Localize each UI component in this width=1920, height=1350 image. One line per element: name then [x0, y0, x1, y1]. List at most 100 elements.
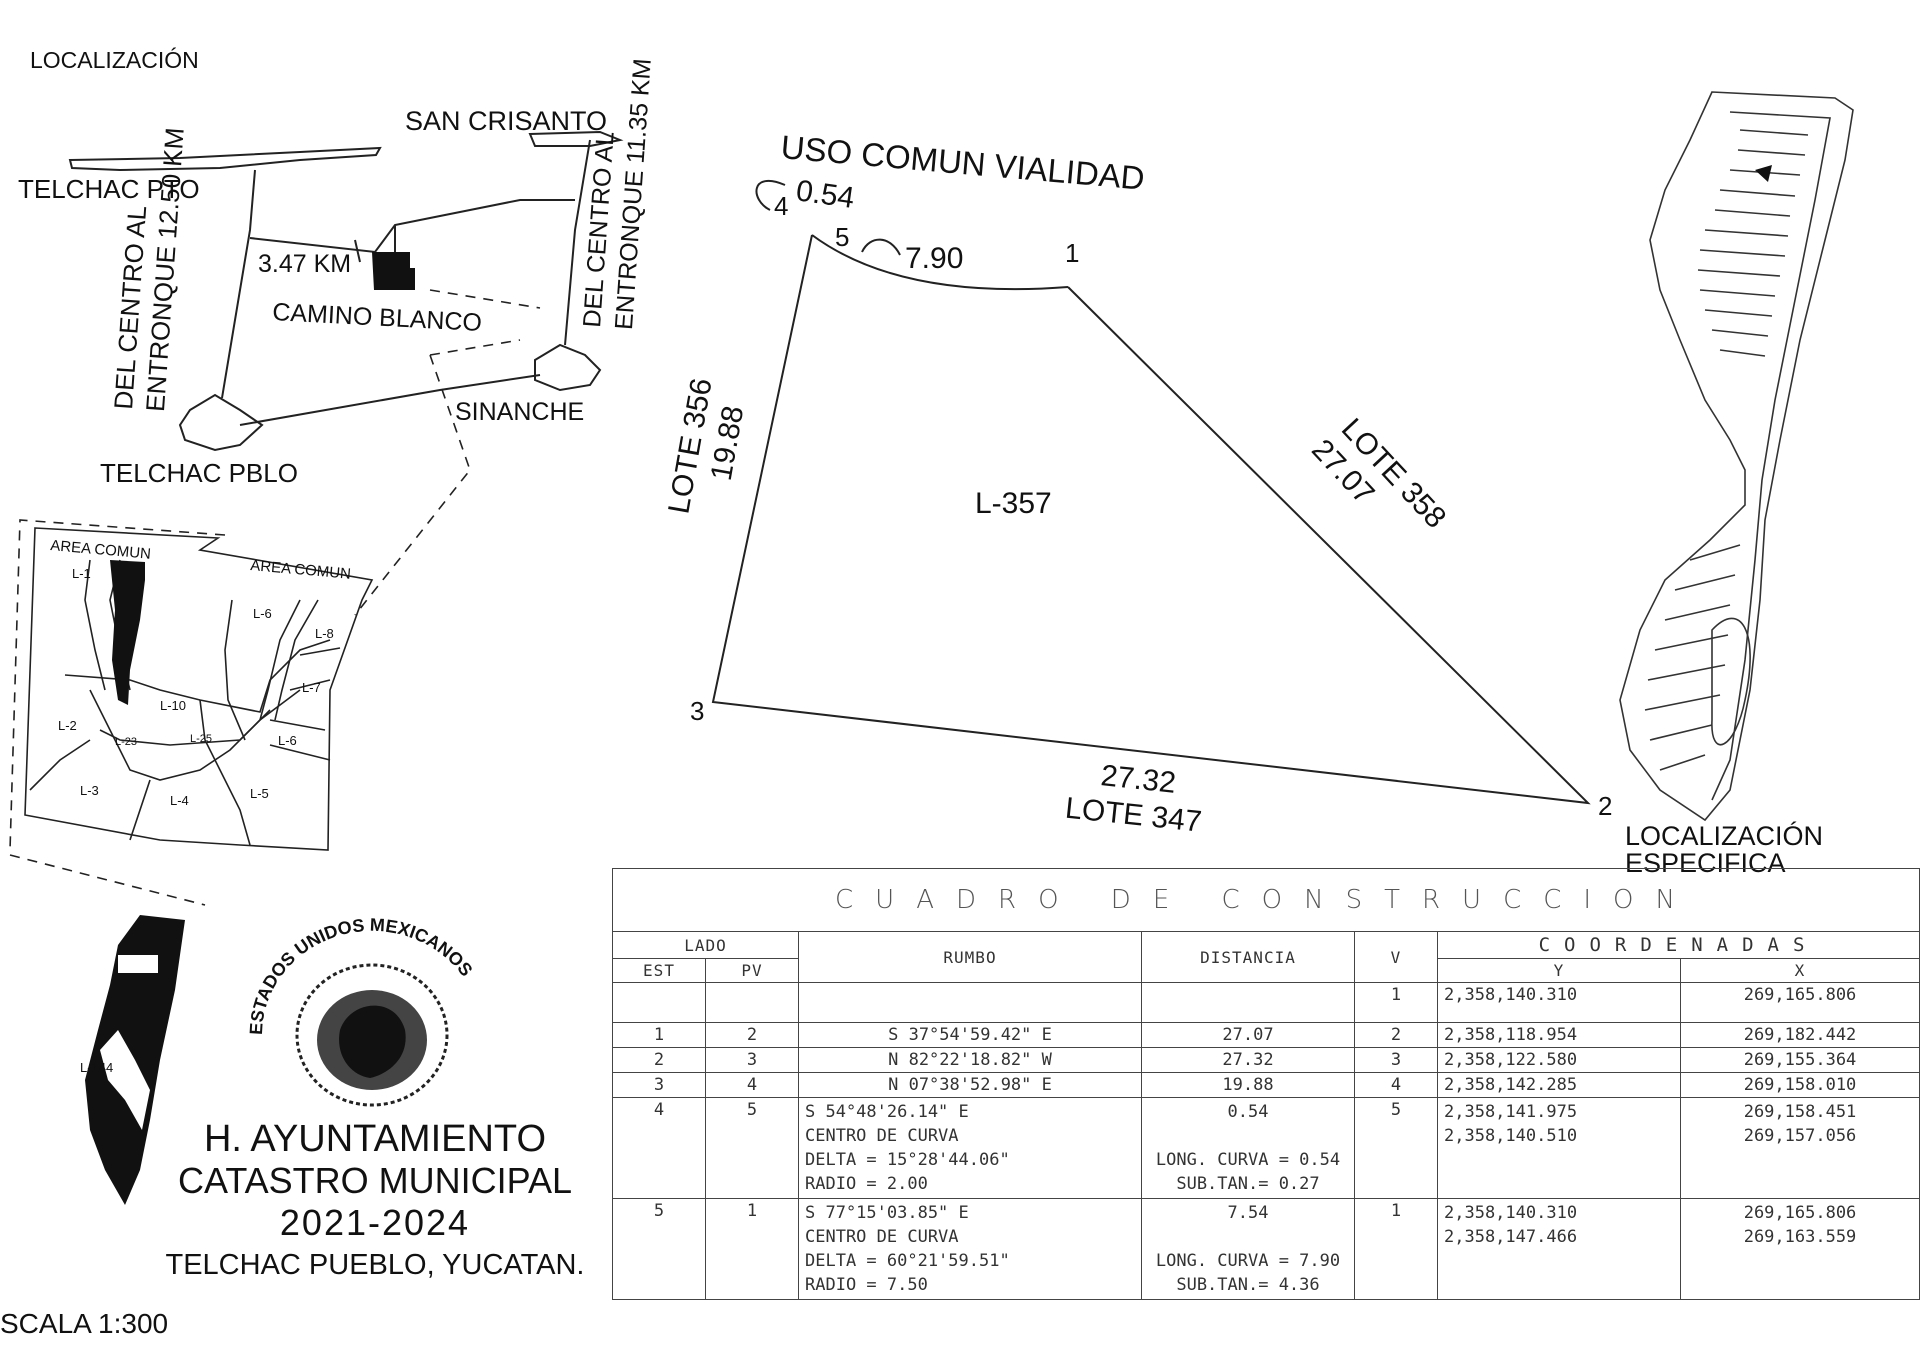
dist-line: 0.54 [1227, 1102, 1269, 1122]
header-distancia: DISTANCIA [1141, 931, 1355, 983]
sub-lot: L-4 [170, 793, 189, 808]
sub-lot: L-7 [302, 680, 321, 695]
dist-line: SUB.TAN.= 4.36 [1176, 1275, 1320, 1295]
location-map [9, 130, 624, 906]
cell-x: 269,165.806 269,163.559 [1680, 1198, 1920, 1300]
coast-left [68, 146, 382, 172]
cell-pv: 5 [705, 1097, 799, 1199]
road-right [564, 139, 591, 346]
label-camino-blanco: CAMINO BLANCO [272, 298, 483, 337]
header-lado: LADO [612, 931, 799, 959]
cell-pv: 4 [705, 1072, 799, 1098]
x-line: 269,165.806 [1743, 1203, 1857, 1223]
rumbo-line: RADIO = 2.00 [805, 1174, 928, 1194]
table-row: 1 2 S 37°54'59.42" E 27.07 2 2,358,118.9… [612, 1022, 1920, 1048]
cell-dist: 19.88 [1141, 1072, 1355, 1098]
y-line: 2,358,147.466 [1444, 1227, 1578, 1247]
cell-est: 2 [612, 1047, 706, 1073]
vertex-label: 1 [1065, 238, 1079, 268]
table-title: CUADRO DE CONSTRUCCION [612, 868, 1920, 932]
cell-x: 269,155.364 [1680, 1047, 1920, 1073]
cell-rumbo: S 77°15'03.85" E CENTRO DE CURVA DELTA =… [798, 1198, 1142, 1300]
town-sinanche [534, 343, 602, 392]
cell-est: 4 [612, 1097, 706, 1199]
vertex-label: 3 [690, 696, 704, 726]
sub-lot: L-23 [115, 736, 137, 748]
header-rumbo: RUMBO [798, 931, 1142, 983]
parcel-polygon [711, 179, 1591, 805]
vertex-label: 5 [835, 222, 849, 252]
rumbo-line: DELTA = 15°28'44.06" [805, 1150, 1010, 1170]
cell-y: 2,358,140.310 2,358,147.466 [1437, 1198, 1681, 1300]
specific-marker [1755, 165, 1772, 182]
town-telchac-pto-mark [354, 239, 361, 263]
table-row: 2 3 N 82°22'18.82" W 27.32 3 2,358,122.5… [612, 1047, 1920, 1073]
header-v: V [1354, 931, 1438, 983]
scale: SCALA 1:300 [0, 1308, 168, 1339]
sub-lot: L-1 [72, 566, 91, 581]
sub-lot: L-6 [278, 733, 297, 748]
island-white [100, 1030, 150, 1130]
rumbo-line: CENTRO DE CURVA [805, 1126, 959, 1146]
seal: ESTADOS UNIDOS MEXICANOS [246, 915, 476, 1107]
cell-v: 4 [1354, 1072, 1438, 1098]
parcel-lot-id: L-357 [975, 487, 1052, 520]
zoom-dashed [9, 289, 541, 906]
y-line: 2,358,141.975 [1444, 1102, 1578, 1122]
muni-line3: 2021-2024 [279, 1202, 471, 1243]
vertex-label: 4 [774, 191, 788, 221]
header-y: Y [1437, 958, 1681, 983]
cell-rumbo: N 07°38'52.98" E [798, 1072, 1142, 1098]
muni-line1: H. AYUNTAMIENTO [203, 1118, 547, 1160]
table-row: 3 4 N 07°38'52.98" E 19.88 4 2,358,142.2… [612, 1072, 1920, 1098]
y-line: 2,358,140.310 [1444, 1203, 1578, 1223]
table-row: 5 1 S 77°15'03.85" E CENTRO DE CURVA DEL… [612, 1198, 1920, 1300]
camino-blanco-block [372, 252, 415, 290]
header-localizacion: LOCALIZACIÓN [30, 47, 199, 73]
cell-rumbo: S 37°54'59.42" E [798, 1022, 1142, 1048]
sub-lot: L-3 [80, 783, 99, 798]
specific-line1: LOCALIZACIÓN [1625, 820, 1823, 851]
cell-v: 1 [1354, 1198, 1438, 1300]
label-telchac-pto: TELCHAC PTO [18, 174, 200, 204]
muni-line2: CATASTRO MUNICIPAL [177, 1160, 573, 1201]
south-dist: 27.32 [1099, 759, 1177, 800]
cell-x: 269,165.806 [1680, 982, 1920, 1023]
cell-y: 2,358,140.310 [1437, 982, 1681, 1023]
y-line: 2,358,140.510 [1444, 1126, 1578, 1146]
cell-dist: 27.07 [1141, 1022, 1355, 1048]
header-pv: PV [705, 958, 799, 983]
sub-lot: L-10 [160, 698, 186, 713]
cell-y: 2,358,141.975 2,358,140.510 [1437, 1097, 1681, 1199]
cell-pv: 3 [705, 1047, 799, 1073]
x-line: 269,158.451 [1743, 1102, 1857, 1122]
table-row: 4 5 S 54°48'26.14" E CENTRO DE CURVA DEL… [612, 1097, 1920, 1199]
sub-map-outline [24, 527, 374, 851]
cell-rumbo: N 82°22'18.82" W [798, 1047, 1142, 1073]
cell-y: 2,358,122.580 [1437, 1047, 1681, 1073]
header-est: EST [612, 958, 706, 983]
rumbo-line: S 54°48'26.14" E [805, 1102, 969, 1122]
sub-lot: L-6 [253, 606, 272, 621]
cell-v: 5 [1354, 1097, 1438, 1199]
sub-lot: L-8 [315, 626, 334, 641]
town-telchac-pblo [178, 393, 264, 452]
south-lot: LOTE 347 [1064, 792, 1203, 839]
table-row: 1 2,358,140.310 269,165.806 [612, 982, 1920, 1023]
road-left [221, 169, 256, 399]
road-bottom [239, 374, 541, 426]
dist-line: 7.54 [1227, 1203, 1269, 1223]
municipality-block: H. AYUNTAMIENTO CATASTRO MUNICIPAL 2021-… [150, 1118, 600, 1286]
x-line: 269,163.559 [1743, 1227, 1857, 1247]
rumbo-line: S 77°15'03.85" E [805, 1203, 969, 1223]
sub-map [24, 527, 374, 851]
road-camino [249, 199, 575, 254]
construction-table: CUADRO DE CONSTRUCCION LADO RUMBO DISTAN… [612, 868, 1920, 1350]
cell-dist: 0.54 LONG. CURVA = 0.54 SUB.TAN.= 0.27 [1141, 1097, 1355, 1199]
sub-area-comun-1: AREA COMUN [50, 537, 152, 563]
label-san-crisanto: SAN CRISANTO [405, 106, 607, 136]
dist-line: LONG. CURVA = 0.54 [1155, 1150, 1341, 1170]
cell-est: 3 [612, 1072, 706, 1098]
island-label: L-144 [80, 1060, 113, 1075]
